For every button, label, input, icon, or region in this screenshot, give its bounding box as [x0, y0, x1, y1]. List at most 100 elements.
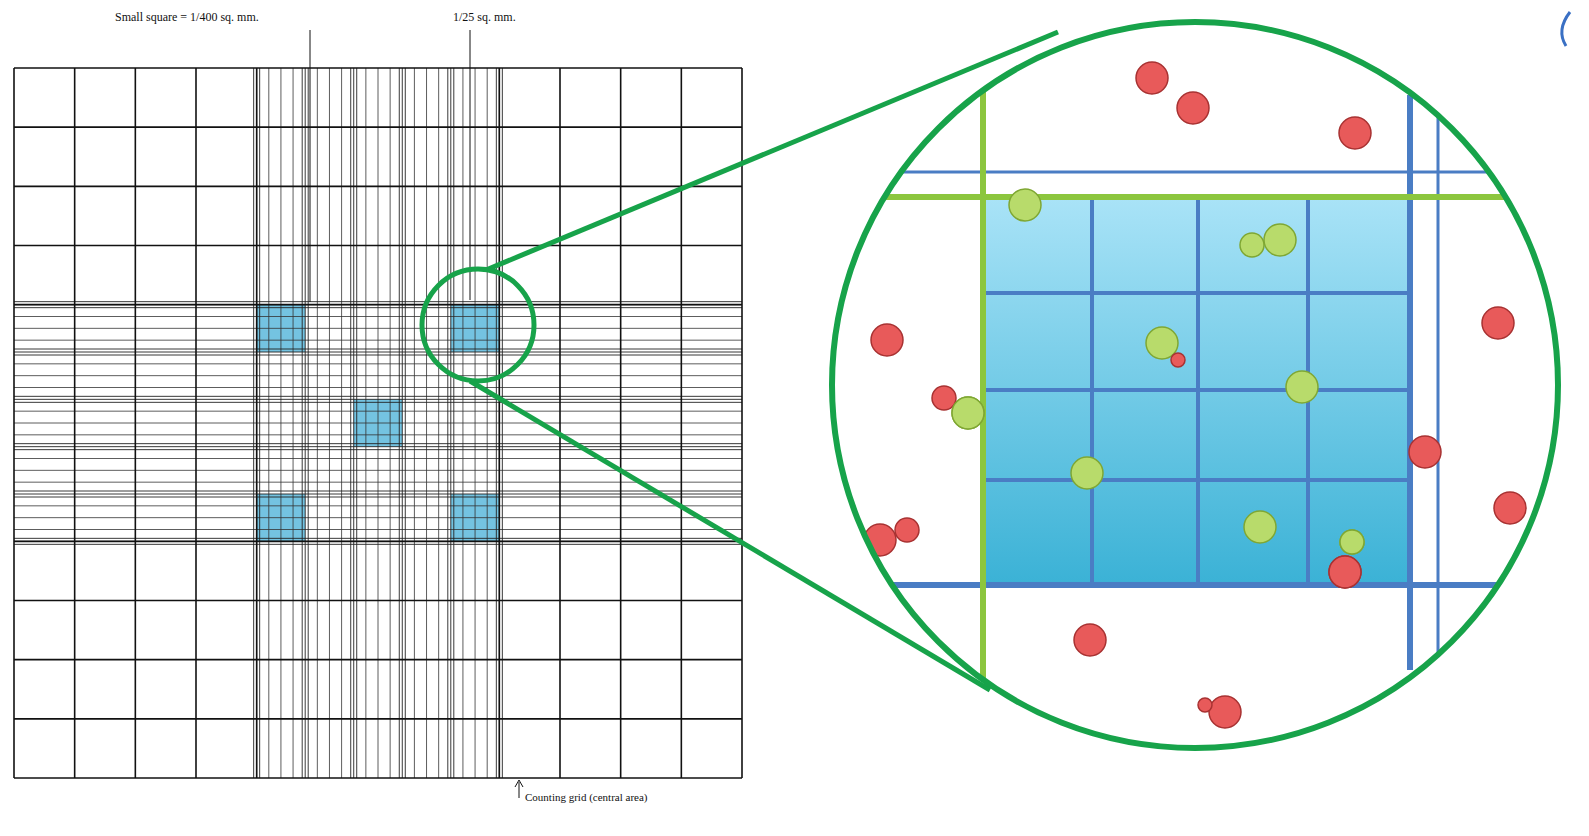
boundary-line — [880, 171, 1510, 174]
triple-line — [353, 68, 354, 778]
dead-cell — [895, 518, 919, 542]
fine-line — [487, 68, 488, 778]
triple-line — [14, 541, 742, 542]
grid-line — [14, 67, 742, 69]
grid-line — [14, 777, 742, 779]
grid-line — [14, 541, 742, 543]
boundary-line — [1437, 95, 1440, 670]
zoom-ground — [800, 0, 1589, 800]
fine-line — [14, 458, 742, 459]
live-cell — [952, 397, 984, 429]
live-cell — [1009, 189, 1041, 221]
fine-line — [390, 68, 391, 778]
zoom-circle — [832, 22, 1558, 748]
dead-cell — [1409, 436, 1441, 468]
fine-line — [475, 68, 476, 778]
fine-line — [14, 423, 742, 424]
grid-caption: Counting grid (central area) — [524, 790, 648, 804]
triple-line — [259, 68, 260, 778]
triple-line — [447, 68, 448, 778]
small-square-line — [985, 478, 1410, 482]
grid-line — [14, 718, 742, 720]
leader-line — [519, 782, 520, 798]
triple-line — [302, 68, 303, 778]
triple-line — [14, 443, 742, 444]
dead-cell — [1482, 307, 1514, 339]
triple-line — [308, 68, 309, 778]
counting-grid — [14, 68, 742, 778]
triple-line — [253, 68, 254, 778]
dead-cell — [1329, 556, 1361, 588]
triple-line — [399, 68, 400, 778]
grid-line — [13, 68, 15, 778]
triple-line — [14, 304, 742, 305]
fine-line — [14, 482, 742, 483]
grid-line — [681, 68, 683, 778]
dead-cell — [1339, 117, 1371, 149]
zoom-view — [422, 0, 1589, 800]
triple-line — [305, 68, 306, 778]
grid-line — [741, 68, 743, 778]
triple-line — [14, 307, 742, 308]
fine-line — [426, 68, 427, 778]
triple-line — [499, 68, 500, 778]
leader-line — [470, 30, 471, 300]
triple-line — [496, 68, 497, 778]
triple-line — [453, 68, 454, 778]
dead-cell — [932, 386, 956, 410]
dead-cell — [1329, 556, 1361, 588]
boundary-line — [1407, 95, 1413, 670]
live-cell — [1244, 511, 1276, 543]
triple-line — [14, 494, 742, 495]
dead-cell — [1209, 696, 1241, 728]
triple-line — [14, 399, 742, 400]
fine-line — [14, 505, 742, 506]
area-label: Small square = 1/400 sq. mm. — [114, 10, 260, 24]
grid-line — [14, 600, 742, 602]
triple-line — [14, 396, 742, 397]
grid-line — [620, 68, 622, 778]
triple-line — [14, 301, 742, 302]
triple-line — [14, 402, 742, 403]
fine-line — [14, 434, 742, 435]
arrow-head — [515, 780, 523, 787]
live-cell — [952, 397, 984, 429]
leader-lines — [310, 30, 523, 798]
triple-line — [502, 68, 503, 778]
grid-line — [499, 68, 501, 778]
zoom-content — [800, 0, 1589, 800]
fine-line — [14, 529, 742, 530]
small-square-line — [985, 291, 1410, 295]
grid-line — [14, 245, 742, 247]
triple-line — [356, 68, 357, 778]
fine-line — [14, 470, 742, 471]
triple-line — [450, 68, 451, 778]
leader-line — [310, 30, 311, 302]
grid-line — [14, 659, 742, 661]
triple-line — [14, 497, 742, 498]
live-cell — [1340, 530, 1364, 554]
grid-line — [14, 126, 742, 128]
live-cell — [1286, 371, 1318, 403]
dead-cell — [871, 324, 903, 356]
corner-mark — [1562, 12, 1570, 46]
boundary-line — [980, 20, 986, 700]
live-cell — [1340, 530, 1364, 554]
dead-cell — [1074, 624, 1106, 656]
triple-line — [14, 449, 742, 450]
live-cell — [1264, 224, 1296, 256]
small-square-line — [985, 388, 1410, 392]
area-label: 1/25 sq. mm. — [452, 10, 517, 24]
triple-line — [14, 355, 742, 356]
grid-line — [559, 68, 561, 778]
boundary-line — [870, 194, 1520, 200]
triple-line — [14, 491, 742, 492]
triple-line — [14, 352, 742, 353]
grid-line — [135, 68, 137, 778]
triple-line — [256, 68, 257, 778]
boundary-line — [880, 582, 1510, 588]
grid-line — [74, 68, 76, 778]
live-cell — [1240, 233, 1264, 257]
dead-cell — [1136, 62, 1168, 94]
